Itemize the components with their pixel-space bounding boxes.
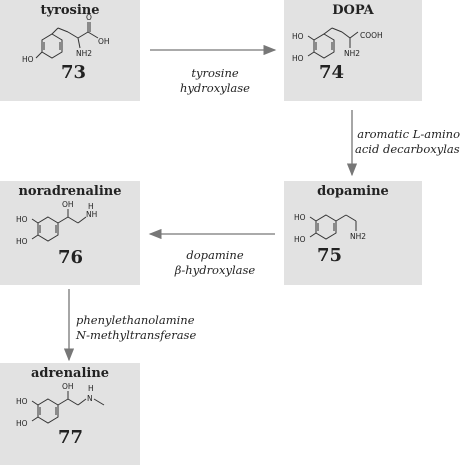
label-ho-1: HO: [294, 213, 306, 222]
label-ho-2: HO: [292, 54, 304, 63]
compound-name: DOPA: [332, 3, 374, 18]
compound-number: 73: [61, 62, 87, 83]
label-cooh: COOH: [360, 31, 383, 40]
enzyme-line2: β-hydroxylase: [174, 263, 256, 277]
label-oh: OH: [98, 37, 110, 46]
label-nh2: NH2: [344, 49, 360, 58]
enzyme-label-dopamine-hydroxylase: dopamine β-hydroxylase: [165, 248, 265, 278]
label-ho-1: HO: [16, 215, 28, 224]
compound-name: tyrosine: [40, 3, 100, 18]
label-ho-2: HO: [16, 419, 28, 428]
compound-number: 75: [317, 245, 343, 266]
label-nh2: NH2: [350, 232, 366, 241]
label-ho: HO: [22, 55, 34, 64]
label-ho-2: HO: [16, 237, 28, 246]
compound-name: adrenaline: [30, 366, 110, 381]
compound-box-tyrosine: tyrosine HO O OH NH2 73: [0, 0, 140, 101]
label-nh2: NH2: [76, 49, 92, 58]
enzyme-line2: acid decarboxylase: [355, 142, 460, 156]
compound-box-dopamine: dopamine HO HO NH2 75: [284, 181, 422, 285]
enzyme-line1: aromatic L-amino: [357, 127, 460, 141]
label-oh: OH: [62, 200, 74, 209]
label-carbonyl-o: O: [86, 13, 92, 22]
enzyme-line2: hydroxylase: [180, 81, 250, 95]
enzyme-line1: dopamine: [186, 248, 244, 262]
compound-name: dopamine: [317, 184, 389, 199]
label-h: H: [88, 384, 94, 393]
enzyme-label-aromatic-decarboxylase: aromatic L-amino acid decarboxylase: [355, 127, 460, 157]
enzyme-line2: N-methyltransferase: [76, 328, 197, 342]
compound-number: 76: [58, 247, 84, 268]
label-nh: NH: [86, 210, 97, 219]
enzyme-label-tyrosine-hydroxylase: tyrosine hydroxylase: [170, 66, 260, 96]
label-ho-1: HO: [292, 32, 304, 41]
label-h: H: [88, 202, 94, 211]
enzyme-line1: tyrosine: [191, 66, 239, 80]
label-oh: OH: [62, 382, 74, 391]
compound-box-dopa: DOPA HO HO COOH NH2 74: [284, 0, 422, 101]
label-ho-2: HO: [294, 235, 306, 244]
compound-number: 74: [319, 62, 345, 83]
structure-noradrenaline: HO HO OH NH H: [16, 200, 97, 246]
compound-box-noradrenaline: noradrenaline HO HO OH NH H 76: [0, 181, 140, 285]
structure-adrenaline: HO HO OH N H: [16, 382, 105, 428]
enzyme-line1: phenylethanolamine: [76, 313, 195, 327]
enzyme-label-methyltransferase: phenylethanolamine N-methyltransferase: [76, 313, 226, 343]
structure-tyrosine: HO O OH NH2: [22, 13, 110, 64]
compound-name: noradrenaline: [18, 184, 122, 199]
label-ho-1: HO: [16, 397, 28, 406]
structure-dopamine: HO HO NH2: [294, 213, 366, 244]
label-n: N: [87, 394, 93, 403]
structure-dopa: HO HO COOH NH2: [292, 27, 383, 63]
compound-box-adrenaline: adrenaline HO HO OH N H 77: [0, 363, 140, 465]
compound-number: 77: [58, 427, 84, 448]
